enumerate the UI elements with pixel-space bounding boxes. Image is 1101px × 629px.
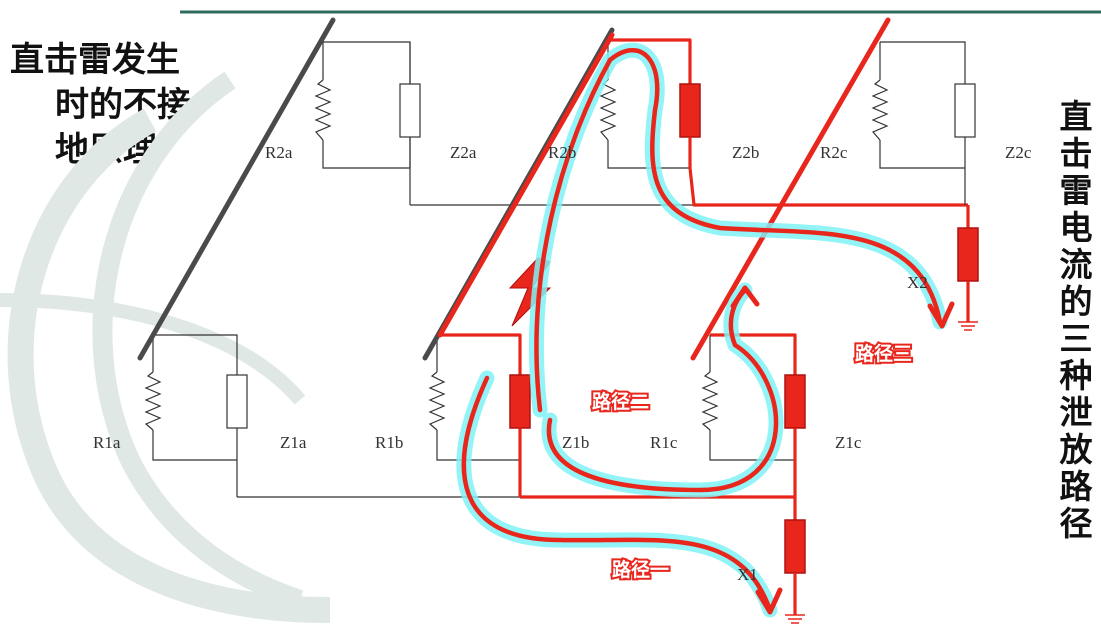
label-Z1c: Z1c [835,433,862,452]
current-path-3 [541,282,784,498]
current-path-1 [456,370,783,618]
conductor-b-highlight [437,32,615,338]
current-path-2 [529,42,955,418]
label-R1b: R1b [375,433,403,452]
title-right: 直击雷电流的三种泄放路径 [1059,97,1093,543]
label-R2c: R2c [820,143,848,162]
upper-tier-a [314,41,695,206]
conductor-a [137,17,336,361]
title-left: 直击雷发生 时的不接 地原理 [10,38,210,173]
label-Z2b: Z2b [732,143,759,162]
path-label-2: 路径二 [592,390,649,413]
lower-tier-c [701,333,806,615]
label-Z1b: Z1b [562,433,589,452]
label-R1c: R1c [650,433,678,452]
label-X2: X2 [907,273,928,292]
upper-tier-c [871,41,979,322]
label-Z2c: Z2c [1005,143,1032,162]
lower-tier-b [428,333,795,499]
label-R2b: R2b [548,143,576,162]
background-swirl [0,71,331,623]
label-Z1a: Z1a [280,433,307,452]
upper-tier-b [599,38,968,207]
ground-icon [785,614,805,624]
conductor-c [690,17,891,361]
label-R1a: R1a [93,433,121,452]
label-Z2a: Z2a [450,143,477,162]
path-label-3: 路径三 [855,342,912,365]
title-left-line-1: 直击雷发生 [10,40,180,80]
label-X1: X1 [737,565,758,584]
path-label-1: 路径一 [612,558,669,581]
ground-icon [958,321,978,331]
title-left-line-2: 时的不接 [55,85,191,125]
label-R2a: R2a [265,143,293,162]
